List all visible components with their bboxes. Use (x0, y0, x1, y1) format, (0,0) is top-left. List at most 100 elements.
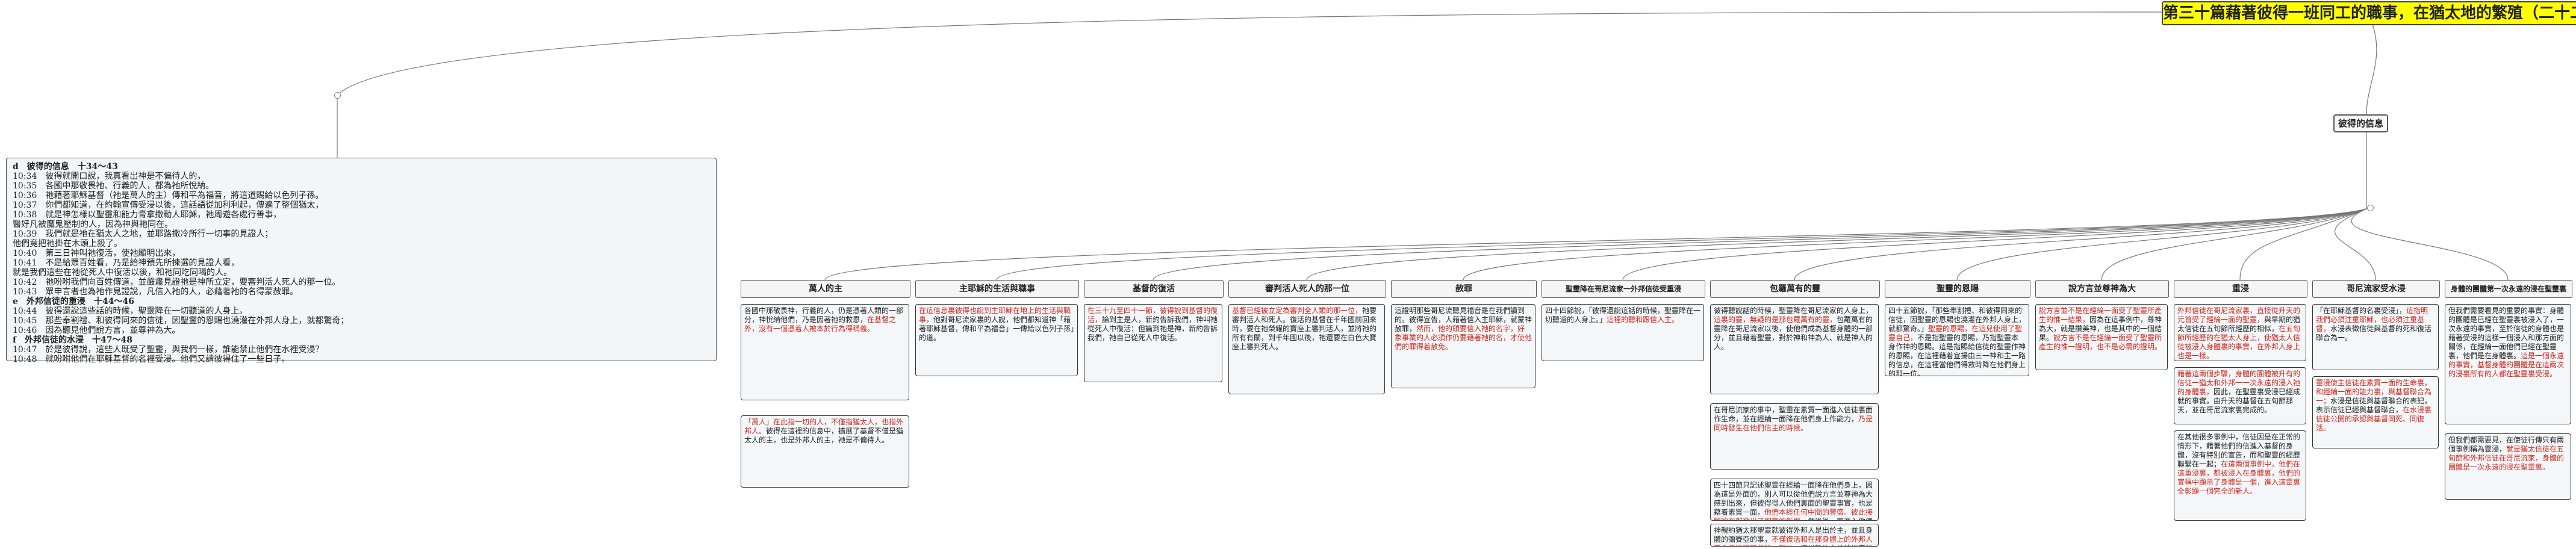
connector-line (1306, 207, 2370, 281)
highlight-text: 靈浸使主信徒在素質一面的生命裏，和經綸一面的能力裏，與基督聯合為一； (2316, 379, 2432, 405)
body-text: 四十五節說，「那些奉割禮、和彼得同來的信徒，因聖靈的恩賜也澆灌在外邦人身上，就都… (1888, 306, 2026, 333)
outline-heading: e 外邦信徒的重浸 十44～46 (13, 297, 134, 306)
outline-line: 就是我們這些在祂從死人中復活以後，和祂同吃同喝的人。 (13, 268, 232, 278)
connector-line (1463, 207, 2370, 281)
highlight-text: 說方言不是在經綸一面受了聖靈所產生的惟一證明，也不是必需的證明。 (2039, 333, 2162, 351)
outline-line: 他們竟把祂掛在木頭上殺了。 (13, 239, 122, 249)
note-card: 四十四節說，「彼得還說這話的時候，聖靈降在一切聽道的人身上。」這裡的聽和跟信入主… (1542, 304, 1704, 361)
outline-line: 10:45 那些奉割禮、和彼得同來的信徒，因聖靈的恩賜也澆灌在外邦人身上，就都驚… (13, 316, 349, 326)
category-node: 萬人的主 (741, 280, 910, 298)
body-text: 四十四節說，「彼得還說這話的時候，聖靈降在一切聽道的人身上。」 (1545, 306, 1701, 324)
highlight-text: 就是猶太信徒在五旬節和外邦信徒在哥尼流家，身體的團體是一次永遠的浸在聖靈裏。 (2448, 445, 2565, 471)
category-node: 基督的復活 (1084, 280, 1224, 298)
highlight-text: 說方言並不是在經綸一面受了聖靈所產生的惟一結果， (2039, 306, 2162, 324)
body-text: 然後後一面進入他們是基督身體的基督徒身體中的他們的他們本能。 (1714, 517, 1873, 520)
highlight-text: 在這信息裏彼得也說到主耶穌在地上的生活與職事， (919, 306, 1071, 324)
body-text: 「在耶穌基督的名裏受浸」， (2316, 306, 2407, 315)
branch-node-icon (2367, 205, 2374, 211)
hub-node: 彼得的信息 (2333, 114, 2389, 132)
note-card: 四十五節說，「那些奉割禮、和彼得同來的信徒，因聖靈的恩賜也澆灌在外邦人身上，就都… (1885, 304, 2029, 376)
category-node: 重浸 (2174, 280, 2307, 298)
body-text: 四十四節只記述聖靈在經綸一面降在他們身上，因為這是外面的，別人可以從他們說方言並… (1714, 481, 1873, 516)
body-text: 因此，在聖靈裏受浸已經成就的事實。由升天的基督在五旬節那天，並在哥尼流家裏完成的… (2177, 388, 2301, 414)
highlight-text: 聖靈的恩賜，在這兒使用了聖靈自己， (1888, 324, 2023, 342)
connector-line (824, 207, 2370, 281)
body-text: 但我們都需要見，在使徒行傳只有兩個事例稱為靈浸， (2448, 436, 2565, 453)
body-text: 彼得在這裡的信息中，擴展了基督不僅是猶太人的主，也是外邦人的主，祂是不偏待人。 (744, 427, 904, 444)
highlight-text: 在三十九至四十一節，彼得說到基督的復活， (1087, 306, 1218, 324)
body-text: 祂要審判活人和死人。復活的基督在千年國前回來時，要在祂榮耀的寶座上審判活人，並將… (1232, 306, 1377, 351)
category-node: 包羅萬有的靈 (1710, 280, 1880, 298)
connector-line (2334, 207, 2376, 281)
note-card: 「萬人」在此指一切的人，不僅指猶太人，也指外邦人。彼得在這裡的信息中，擴展了基督… (741, 415, 909, 488)
outline-line: 10:38 就是神怎樣以聖靈和能力膏拿撒勒人耶穌，祂周遊各處行善事， (13, 210, 282, 220)
connector-line (2366, 23, 2377, 115)
note-card: 在三十九至四十一節，彼得說到基督的復活，論到主是人，新約告訴我們，神叫祂從死人中… (1084, 304, 1222, 382)
outline-line: 醫好凡被魔鬼壓制的人，因為神與祂同在。 (13, 220, 173, 229)
note-card: 說方言並不是在經綸一面受了聖靈所產生的惟一結果，因為在這事例中，尊神為大，就是讚… (2035, 304, 2168, 370)
category-node: 哥尼流家受水浸 (2312, 280, 2440, 298)
note-card: 外邦信徒在哥尼流家裏，直接從升天的元首受了經綸一面的聖靈，與早期的猶太信徒在五旬… (2174, 304, 2306, 361)
highlight-text: 乃是同時發生在他們信主的時候。 (1714, 415, 1873, 432)
body-text: 在其他很多事例中，信徒因是在正常的情形下，藉著他們的信進入基督的身體，沒有特別的… (2177, 433, 2301, 468)
body-text: 彼得聽說話的時候，聖靈降在哥尼流家的人身上， (1714, 306, 1873, 315)
outline-line: 10:35 各國中那敬畏祂、行義的人，都為祂所悅納。 (13, 181, 214, 191)
body-text: 在哥尼流家的事中，聖靈在素質一面進入信徒裏面作生命，並在經綸一面降在他們身上作能… (1714, 406, 1873, 423)
category-node: 主耶穌的生活與職事 (915, 280, 1079, 298)
note-card: 藉著這兩個步驟，身體的團體被升有的信徒一猶太和外邦一一次永遠的浸入祂的身體裏，因… (2174, 367, 2306, 424)
connector-line (2351, 207, 2509, 281)
connector-line (996, 207, 2370, 281)
note-card: 神親約猶太那聖靈就彼得外邦人是出於主，並且身體的彌賽亞的事，不僅復活和在那身體上… (1710, 524, 1879, 547)
highlight-text: 藉著這兩個步驟，身體的團體被升有的信徒一猶太和外邦一一次永遠的浸入祂的身體裏， (2177, 370, 2301, 396)
highlight-text: 在水浸裏信徒公開的承認與基督同死、同復活。 (2316, 406, 2432, 432)
note-card: 靈浸使主信徒在素質一面的生命裏，和經綸一面的能力裏，與基督聯合為一；水浸是信徒與… (2312, 376, 2439, 448)
outline-line: 10:48 就吩咐他們在耶穌基督的名裡受浸。他們又請彼得住了一些日子。 (13, 355, 290, 364)
body-text: 包羅萬有的靈降在哥尼流家以後，使他們成為基督身體的一部分，並且藉着聖靈，對於神和… (1714, 315, 1873, 351)
highlight-text: 外邦信徒在哥尼流家裏，直接從升天的元首受了經綸一面的聖靈， (2177, 306, 2301, 324)
note-card: 彼得聽說話的時候，聖靈降在哥尼流家的人身上，這裏的靈，無疑的是那包羅萬有的靈，包… (1710, 304, 1879, 394)
connector-line (337, 11, 2162, 96)
category-node: 審判活人死人的那一位 (1228, 280, 1386, 298)
connector-line (1956, 207, 2370, 281)
note-card: 但我們需要看見的重要的事實：身體的團體是已經在聖靈裏被浸入了，一次永遠的事實，至… (2445, 304, 2571, 424)
connector-line (2101, 207, 2370, 281)
outline-line: 10:46 因為聽見他們說方言，並尊神為大。 (13, 326, 181, 335)
outline-line: 10:40 第三日神叫祂復活，使祂顯明出來， (13, 249, 181, 258)
highlight-text: 這裏的靈，無疑的是那包羅萬有的靈， (1714, 315, 1837, 324)
outline-line: 10:36 祂藉著耶穌基督（祂是萬人的主）傳和平為福音，將這道賜給以色列子孫。 (13, 191, 324, 200)
highlight-text: 在五旬節所經歷的在猶太人身上，使猶太人信徒被浸入身體裏的事實，在外邦人身上也是一… (2177, 324, 2301, 360)
connector-line (1794, 207, 2370, 281)
outline-line: 10:39 我們就是祂在猶太人之地，並耶路撒冷所行一切事的見證人； (13, 229, 273, 239)
note-card: 四十四節只記述聖靈在經綸一面降在他們身上，因為這是外面的，別人可以從他們說方言並… (1710, 479, 1879, 521)
highlight-text: 這裡的聽和跟信入主。 (1607, 315, 1679, 324)
connector-line (1622, 207, 2370, 281)
category-node: 說方言並尊神為大 (2035, 280, 2169, 298)
outline-line: 10:42 祂吩咐我們向百姓傳道，並嚴肅見證祂是神所立定，要審判活人死人的那一位… (13, 278, 341, 287)
highlight-text: 「萬人」在此指一切的人，不僅指猶太人，也指外邦人。 (744, 418, 904, 435)
note-card: 在其他很多事例中，信徒因是在正常的情形下，藉著他們的信進入基督的身體，沒有特別的… (2174, 430, 2306, 521)
body-text: 神親約猶太那聖靈就彼得外邦人是出於主，並且身體的彌賽亞的事， (1714, 526, 1873, 544)
outline-line: 10:41 不是給眾百姓看，乃是給神預先所揀選的見證人看， (13, 258, 240, 268)
note-card: 各國中那敬畏神，行義的人，仍是憑著人類的一部分，神悅納他們，乃是因著祂的救恩，在… (741, 304, 909, 400)
outline-line: 10:47 於是彼得說，這些人既受了聖靈，與我們一樣，誰能禁止他們在水裡受浸？ (13, 345, 324, 355)
note-card: 「在耶穌基督的名裏受浸」，這指明我們必須注重耶穌，也必須注重基督，水浸表徵信徒與… (2312, 304, 2439, 370)
page-title: 第三十篇藉著彼得一班同工的職事，在猶太地的繁殖（二十二） (2162, 1, 2576, 25)
body-text: 各國中那敬畏神，行義的人，仍是憑著人類的一部分，神悅納他們，乃是因著祂的救恩， (744, 306, 904, 324)
body-text: 但我們需要看見的重要的事實：身體的團體是已經在聖靈裏被浸入了，一次永遠的事實，至… (2448, 306, 2565, 360)
body-text: 這是新約中神的福音的事實， (1714, 544, 1873, 546)
highlight-text: 不僅復活和在那身體上的外邦人完全傳達了基督的一部分。 (1714, 535, 1873, 546)
body-text: 他對哥尼流家裏的人說，他們都知道神「藉著耶穌基督，傳和平為福音」一傳給以色列子孫… (919, 315, 1075, 342)
note-card: 基督已經被立定為審判全人類的那一位，祂要審判活人和死人。復活的基督在千年國前回來… (1228, 304, 1385, 394)
body-text: 論到主是人，新約告訴我們，神叫祂從死人中復活；但論到祂是神，新約告訴我們，祂自己… (1087, 315, 1218, 342)
category-node: 聖靈的恩賜 (1885, 280, 2030, 298)
outline-line: 10:34 彼得就開口說，我真看出神是不偏待人的， (13, 172, 206, 181)
outline-line: 10:37 你們都知道，在約翰宣傳受浸以後，這話語從加利利起，傳遍了整個猶太， (13, 200, 324, 210)
highlight-text: 他們本經任何中間的豐盛。彼此接觸的在那發出了聖靈的彰顯， (1714, 508, 1873, 520)
highlight-text: 然而，他的頭要信入祂的名字，好象事業的人必須作仍要藉著祂的名，才使他們的罪得着赦… (1395, 324, 1532, 351)
highlight-text: 在基督之外，沒有一個憑着人被本於行為得稱義。 (744, 315, 897, 333)
branch-node-icon (334, 92, 341, 99)
outline-line: 10:43 眾申言者也為祂作見證說，凡信入祂的人，必藉著祂的名得蒙赦罪。 (13, 287, 299, 297)
highlight-text: 在這兩個事例中，他們在這重浸裏，都被浸入在身體裏，他們的宣稱中顯示了身體是一個，… (2177, 460, 2301, 495)
outline-heading: f 外邦信徒的水浸 十47～48 (13, 335, 132, 345)
